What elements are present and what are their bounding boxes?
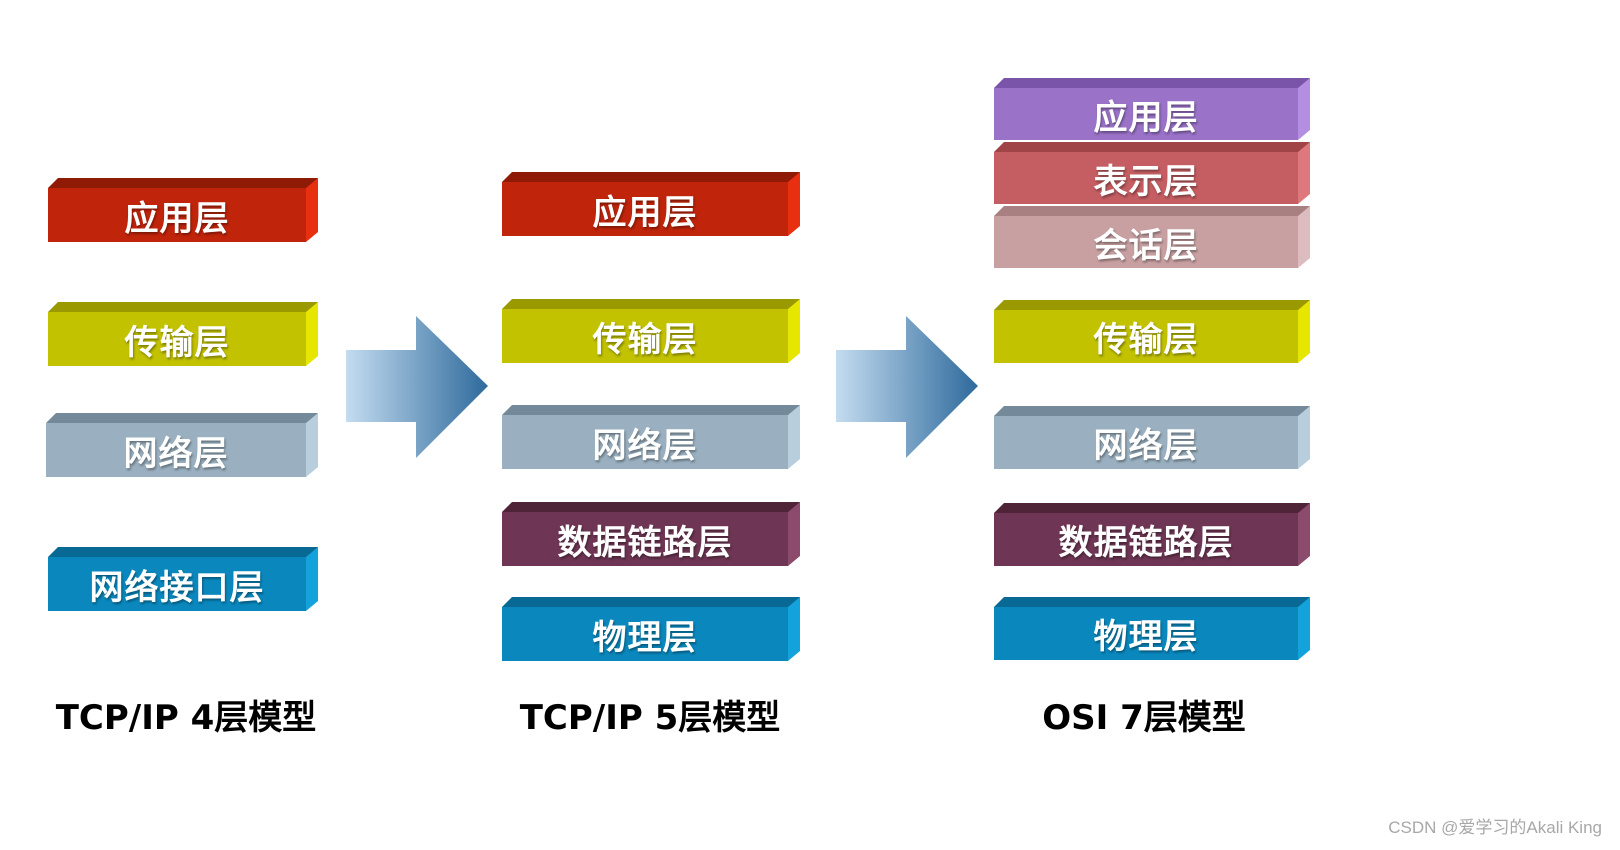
model1-layer-network: 网络层 bbox=[46, 413, 318, 477]
layer-label: 会话层 bbox=[994, 216, 1298, 268]
layer-top-face bbox=[994, 406, 1310, 416]
layer-side-face bbox=[1298, 206, 1310, 268]
model1-caption: TCP/IP 4层模型 bbox=[55, 698, 317, 738]
model3-layer-session: 会话层 bbox=[994, 206, 1310, 268]
layer-top-face bbox=[994, 142, 1310, 152]
model1-layer-transport: 传输层 bbox=[48, 302, 318, 366]
layer-side-face bbox=[788, 405, 800, 469]
layer-side-face bbox=[1298, 597, 1310, 660]
layer-label: 网络层 bbox=[994, 416, 1298, 469]
layer-top-face bbox=[502, 172, 800, 182]
layer-side-face bbox=[1298, 503, 1310, 566]
model3-layer-presentation: 表示层 bbox=[994, 142, 1310, 204]
layer-label: 应用层 bbox=[48, 188, 306, 242]
layer-top-face bbox=[502, 299, 800, 309]
layer-label: 传输层 bbox=[502, 309, 788, 363]
layer-side-face bbox=[788, 299, 800, 363]
layer-label: 网络层 bbox=[46, 423, 306, 477]
model3-layer-transport: 传输层 bbox=[994, 300, 1310, 363]
layer-side-face bbox=[306, 413, 318, 477]
layer-top-face bbox=[48, 178, 318, 188]
layer-label: 传输层 bbox=[48, 312, 306, 366]
layer-top-face bbox=[994, 503, 1310, 513]
layer-label: 表示层 bbox=[994, 152, 1298, 204]
layer-top-face bbox=[46, 413, 318, 423]
arrow-shape bbox=[346, 316, 488, 458]
model3-layer-physical: 物理层 bbox=[994, 597, 1310, 660]
layer-label: 物理层 bbox=[994, 607, 1298, 660]
layer-label: 网络层 bbox=[502, 415, 788, 469]
layer-label: 数据链路层 bbox=[502, 512, 788, 566]
layer-top-face bbox=[48, 302, 318, 312]
layer-side-face bbox=[1298, 406, 1310, 469]
layer-side-face bbox=[1298, 78, 1310, 140]
layer-side-face bbox=[1298, 142, 1310, 204]
model1-layer-application: 应用层 bbox=[48, 178, 318, 242]
watermark: CSDN @爱学习的Akali King bbox=[1388, 818, 1602, 837]
layer-top-face bbox=[994, 597, 1310, 607]
layer-top-face bbox=[994, 78, 1310, 88]
layer-side-face bbox=[788, 502, 800, 566]
model2-layer-data-link: 数据链路层 bbox=[502, 502, 800, 566]
layer-top-face bbox=[994, 300, 1310, 310]
model2-layer-network: 网络层 bbox=[502, 405, 800, 469]
layer-label: 物理层 bbox=[502, 607, 788, 661]
layer-label: 应用层 bbox=[502, 182, 788, 236]
layer-top-face bbox=[502, 405, 800, 415]
model3-layer-application: 应用层 bbox=[994, 78, 1310, 140]
model2-layer-transport: 传输层 bbox=[502, 299, 800, 363]
layer-label: 网络接口层 bbox=[48, 557, 306, 611]
layer-label: 传输层 bbox=[994, 310, 1298, 363]
layer-top-face bbox=[48, 547, 318, 557]
layer-top-face bbox=[994, 206, 1310, 216]
arrow-shape bbox=[836, 316, 978, 458]
layer-side-face bbox=[306, 547, 318, 611]
layer-side-face bbox=[788, 172, 800, 236]
layer-side-face bbox=[306, 302, 318, 366]
layer-top-face bbox=[502, 502, 800, 512]
layer-label: 数据链路层 bbox=[994, 513, 1298, 566]
model2-layer-physical: 物理层 bbox=[502, 597, 800, 661]
layer-side-face bbox=[788, 597, 800, 661]
model2-caption: TCP/IP 5层模型 bbox=[519, 698, 781, 738]
layer-side-face bbox=[306, 178, 318, 242]
right-arrow-icon bbox=[346, 316, 488, 458]
layer-label: 应用层 bbox=[994, 88, 1298, 140]
layer-side-face bbox=[1298, 300, 1310, 363]
right-arrow-icon bbox=[836, 316, 978, 458]
model1-layer-network-interface: 网络接口层 bbox=[48, 547, 318, 611]
model2-layer-application: 应用层 bbox=[502, 172, 800, 236]
model3-layer-network: 网络层 bbox=[994, 406, 1310, 469]
layer-top-face bbox=[502, 597, 800, 607]
model3-layer-data-link: 数据链路层 bbox=[994, 503, 1310, 566]
model3-caption: OSI 7层模型 bbox=[1042, 698, 1246, 738]
